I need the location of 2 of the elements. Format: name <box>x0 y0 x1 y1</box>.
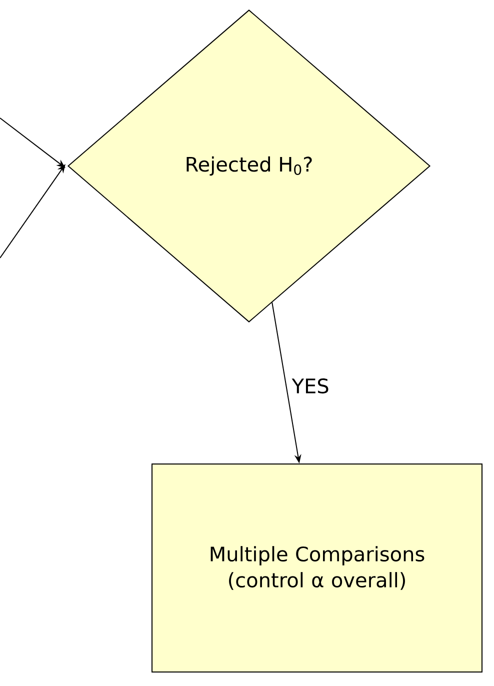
process-box: Multiple Comparisons (control α overall) <box>152 464 482 672</box>
edge-label: YES <box>290 376 332 396</box>
